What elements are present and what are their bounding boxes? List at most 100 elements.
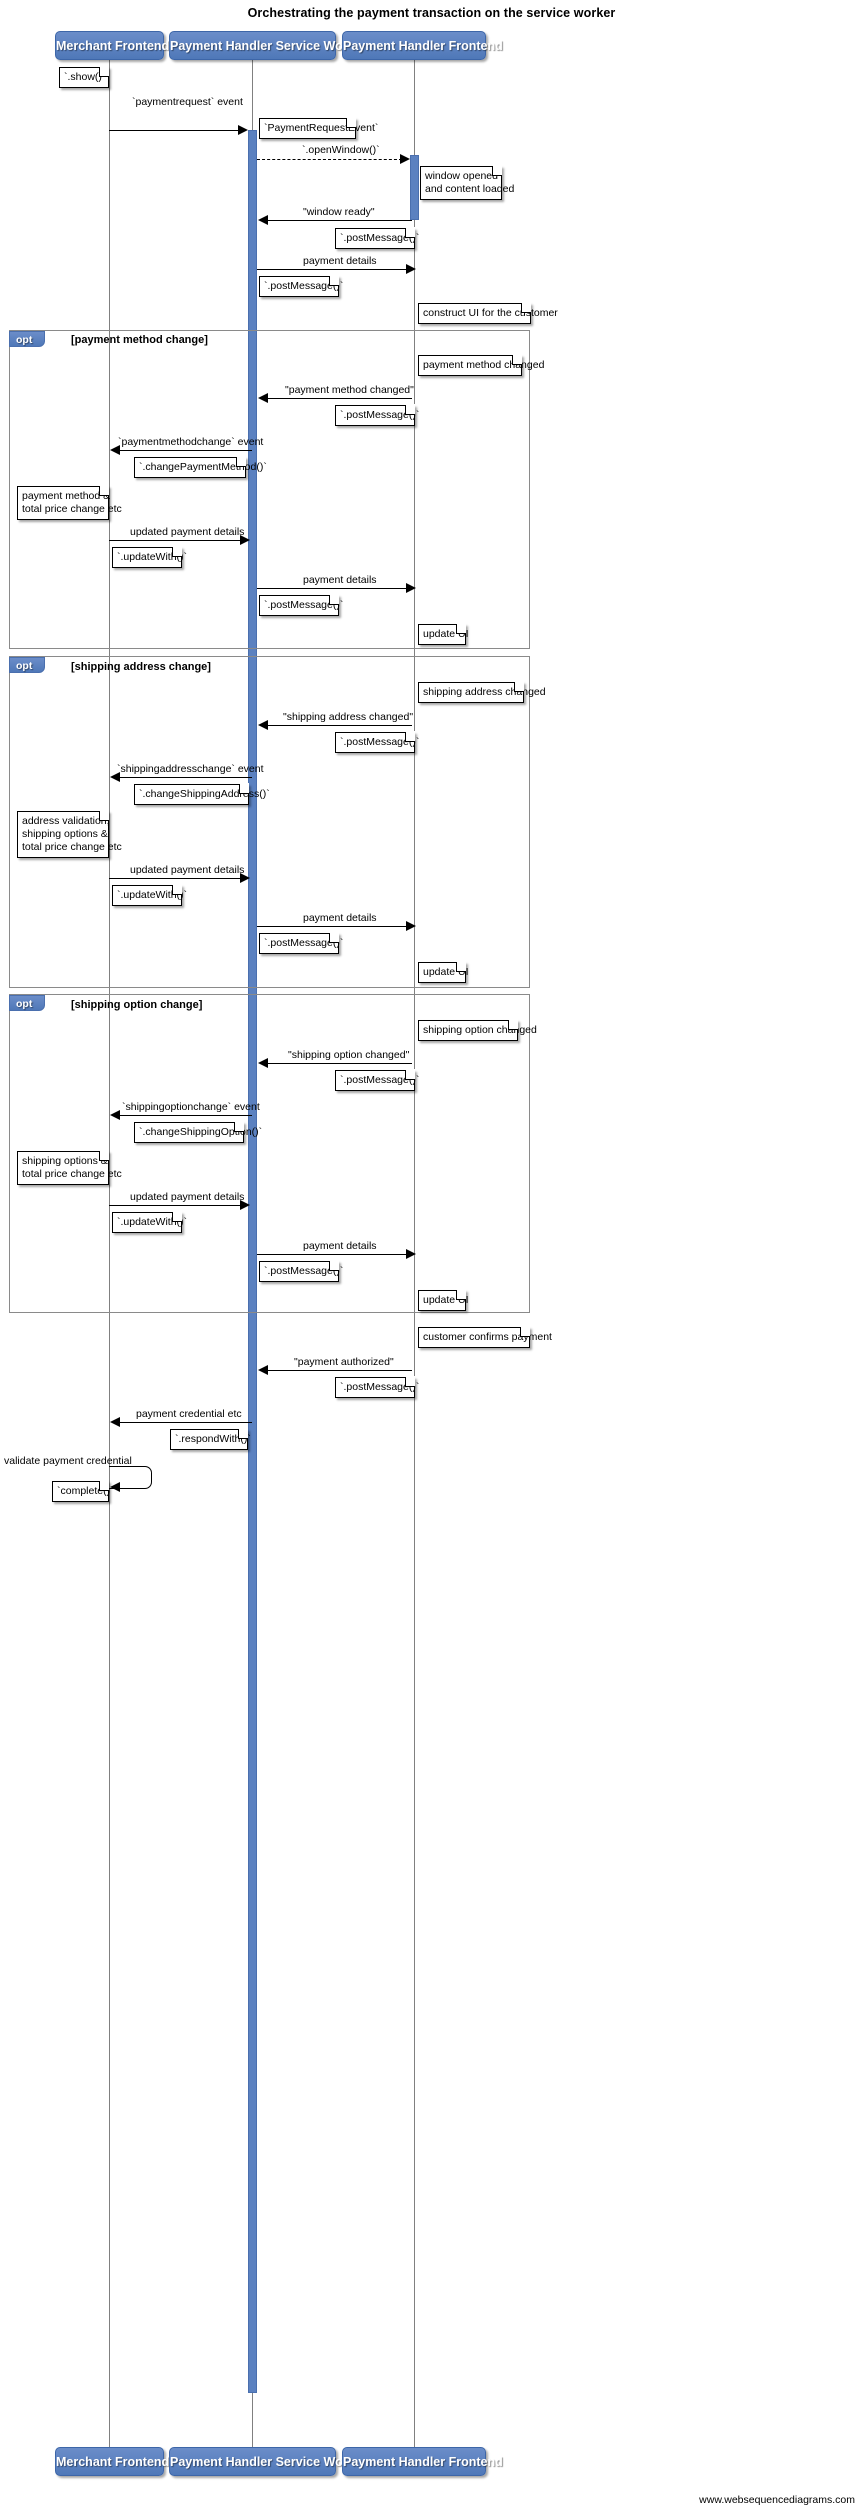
actor-merchant-frontend-bottom[interactable]: Merchant Frontend [55, 2447, 169, 2476]
note-post-message-9: `.postMessage()` [335, 1376, 419, 1398]
note-update-ui-3: update UI [418, 1289, 469, 1311]
actor-merchant-frontend-top[interactable]: Merchant Frontend [55, 31, 169, 60]
note-dogear-icon [99, 66, 109, 77]
message-line-shipping-address-changed [262, 725, 412, 726]
message-line-shipping-option-changed [262, 1063, 412, 1064]
activation-frontend-1 [410, 155, 419, 220]
message-line-payment-details-1 [257, 269, 409, 270]
message-arrow-payment-details-3 [406, 921, 416, 931]
note-update-ui-1: update UI [418, 623, 469, 645]
message-label-validate-payment-credential: validate payment credential [4, 1455, 132, 1467]
note-dogear-icon [405, 227, 415, 238]
page-title: Orchestrating the payment transaction on… [247, 6, 616, 20]
message-line-updated-payment-details-3 [109, 1205, 243, 1206]
note-dogear-icon [456, 961, 466, 972]
note-dogear-icon [405, 1069, 415, 1080]
note-dogear-icon [239, 783, 249, 794]
actor-service-worker-bottom[interactable]: Payment Handler Service Worker [169, 2447, 366, 2476]
footer-watermark: www.websequencediagrams.com [699, 2494, 855, 2506]
note-dogear-icon [99, 810, 109, 821]
note-construct-ui: construct UI for the customer [418, 302, 558, 324]
fragment-tab-opt-1: opt [9, 331, 45, 347]
fragment-label-shipping-address-change: [shipping address change] [71, 661, 211, 673]
message-label-payment-method-changed: "payment method changed" [285, 384, 414, 396]
fragment-opt-shipping-address-change [9, 656, 530, 988]
note-dogear-icon [405, 731, 415, 742]
fragment-opt-payment-method-change [9, 330, 530, 649]
note-dogear-icon [234, 1121, 244, 1132]
note-dogear-icon [405, 404, 415, 415]
message-self-loop-validate-payment-credential [109, 1466, 152, 1489]
message-arrow-shippingaddresschange-event [110, 772, 120, 782]
message-line-payment-credential-etc [114, 1422, 252, 1423]
note-change-payment-method: `.changePaymentMethod()` [134, 456, 267, 478]
note-post-message-2: `.postMessage()` [259, 275, 343, 297]
message-line-paymentrequest-event [109, 130, 239, 131]
message-arrow-payment-authorized [258, 1365, 268, 1375]
message-label-paymentmethodchange-event: `paymentmethodchange` event [118, 436, 264, 448]
note-update-with-2: `.updateWith()` [112, 884, 187, 906]
note-dogear-icon [456, 623, 466, 634]
note-complete: `complete()` [52, 1480, 114, 1502]
message-label-payment-details-3: payment details [303, 912, 377, 924]
message-line-updated-payment-details-2 [109, 878, 243, 879]
note-dogear-icon [99, 485, 109, 496]
note-payment-request-event: `PaymentRequestEvent` [259, 117, 378, 139]
message-label-payment-details-1: payment details [303, 255, 377, 267]
note-payment-method-total-price-change: payment method & total price change etc [17, 485, 122, 520]
note-dogear-icon [456, 1289, 466, 1300]
note-update-ui-2: update UI [418, 961, 469, 983]
note-post-message-1: `.postMessage()` [335, 227, 419, 249]
message-line-payment-details-4 [257, 1254, 409, 1255]
message-line-paymentmethodchange-event [114, 450, 252, 451]
message-arrow-payment-credential-etc [110, 1417, 120, 1427]
message-label-payment-details-4: payment details [303, 1240, 377, 1252]
note-payment-method-changed: payment method changed [418, 354, 544, 376]
note-dogear-icon [508, 1019, 518, 1030]
message-label-shippingoptionchange-event: `shippingoptionchange` event [122, 1101, 260, 1113]
note-dogear-icon [329, 594, 339, 605]
message-label-updated-payment-details-1: updated payment details [130, 526, 245, 538]
actor-service-worker-top[interactable]: Payment Handler Service Worker [169, 31, 366, 60]
message-arrow-validate-payment-credential [110, 1482, 120, 1492]
note-window-opened: window opened and content loaded [420, 165, 514, 200]
message-arrow-shippingoptionchange-event [110, 1110, 120, 1120]
note-show: `.show()` [59, 66, 109, 88]
message-line-open-window [257, 159, 402, 160]
note-shipping-address-changed: shipping address changed [418, 681, 546, 703]
note-post-message-6: `.postMessage()` [259, 932, 343, 954]
note-dogear-icon [238, 1428, 248, 1439]
note-shipping-option-changed: shipping option changed [418, 1019, 537, 1041]
note-shipping-options-total-price-change: shipping options & total price change et… [17, 1150, 122, 1185]
note-post-message-3: `.postMessage()` [335, 404, 419, 426]
activation-service-worker-main [248, 130, 257, 2393]
message-line-shippingoptionchange-event [114, 1115, 252, 1116]
message-arrow-payment-details-4 [406, 1249, 416, 1259]
message-arrow-updated-payment-details-1 [240, 535, 250, 545]
message-label-payment-credential-etc: payment credential etc [136, 1408, 242, 1420]
actor-payment-handler-frontend-top[interactable]: Payment Handler Frontend [342, 31, 503, 60]
note-dogear-icon [512, 354, 522, 365]
message-label-shippingaddresschange-event: `shippingaddresschange` event [117, 763, 264, 775]
note-post-message-8: `.postMessage()` [259, 1260, 343, 1282]
note-update-with-3: `.updateWith()` [112, 1211, 187, 1233]
note-post-message-4: `.postMessage()` [259, 594, 343, 616]
note-dogear-icon [405, 1376, 415, 1387]
message-arrow-shipping-address-changed [258, 720, 268, 730]
message-label-shipping-address-changed: "shipping address changed" [283, 711, 414, 723]
note-update-with-1: `.updateWith()` [112, 546, 187, 568]
note-dogear-icon [329, 1260, 339, 1271]
actor-payment-handler-frontend-bottom[interactable]: Payment Handler Frontend [342, 2447, 503, 2476]
message-label-updated-payment-details-3: updated payment details [130, 1191, 245, 1203]
note-dogear-icon [329, 932, 339, 943]
message-arrow-paymentrequest-event [238, 125, 248, 135]
message-line-payment-authorized [262, 1370, 412, 1371]
message-line-updated-payment-details-1 [109, 540, 243, 541]
message-label-updated-payment-details-2: updated payment details [130, 864, 245, 876]
message-label-shipping-option-changed: "shipping option changed" [288, 1049, 410, 1061]
message-arrow-payment-details-1 [406, 264, 416, 274]
message-arrow-window-ready [258, 215, 268, 225]
message-label-paymentrequest-event: `paymentrequest` event [132, 96, 243, 108]
fragment-label-shipping-option-change: [shipping option change] [71, 999, 203, 1011]
message-label-window-ready: "window ready" [303, 206, 375, 218]
